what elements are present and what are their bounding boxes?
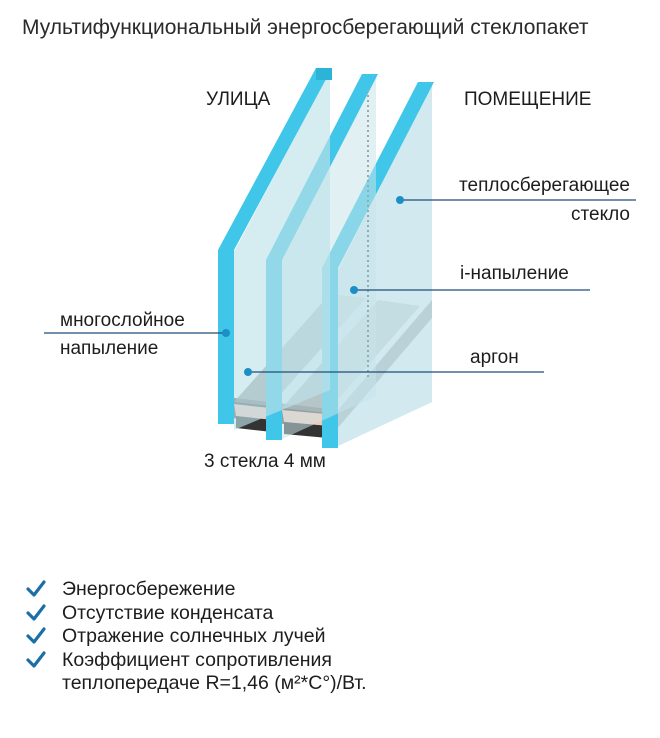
- feature-item: Отсутствие конденсата: [26, 602, 646, 626]
- label-room: ПОМЕЩЕНИЕ: [464, 89, 592, 110]
- label-glass-count: 3 стекла 4 мм: [204, 451, 326, 472]
- checkmark-icon: [26, 580, 46, 597]
- feature-item: Коэффициент сопротивления теплопередаче …: [26, 649, 646, 696]
- callout-dot-i-coating: [350, 286, 358, 294]
- label-i-coating: i-напыление: [460, 263, 569, 284]
- glass-pane-front-side: [316, 68, 332, 80]
- glass-pane-front: [234, 70, 330, 430]
- feature-text: Отражение солнечных лучей: [62, 625, 326, 647]
- page-title: Мультифункциональный энергосберегающий с…: [22, 16, 589, 39]
- label-argon: аргон: [470, 347, 519, 368]
- feature-text: Отсутствие конденсата: [62, 601, 274, 624]
- label-street: УЛИЦА: [206, 89, 271, 110]
- label-heat-glass-2: стекло: [571, 204, 630, 225]
- feature-item: Энергосбережение: [26, 578, 646, 602]
- callout-dot-multi-coating: [222, 329, 230, 337]
- label-multi-coating-2: напыление: [60, 338, 159, 359]
- features-list: Энергосбережение Отсутствие конденсата О…: [26, 578, 646, 696]
- label-heat-glass-1: теплосберегающее: [459, 175, 630, 196]
- checkmark-icon: [26, 603, 46, 621]
- glass-pane-front-top: [218, 68, 332, 250]
- callout-dot-heat-glass: [396, 196, 404, 204]
- feature-text: Энергосбережение: [62, 578, 236, 600]
- label-multi-coating-1: многослойное: [60, 310, 185, 331]
- feature-text: Коэффициент сопротивления: [62, 648, 332, 671]
- feature-item: Отражение солнечных лучей: [26, 625, 646, 649]
- glass-unit-diagram: [44, 68, 636, 448]
- feature-text-continued: теплопередаче R=1,46 (м²*С°)/Вт.: [62, 672, 367, 694]
- checkmark-icon: [26, 627, 46, 644]
- checkmark-icon: [26, 650, 46, 668]
- callout-dot-argon: [244, 368, 252, 376]
